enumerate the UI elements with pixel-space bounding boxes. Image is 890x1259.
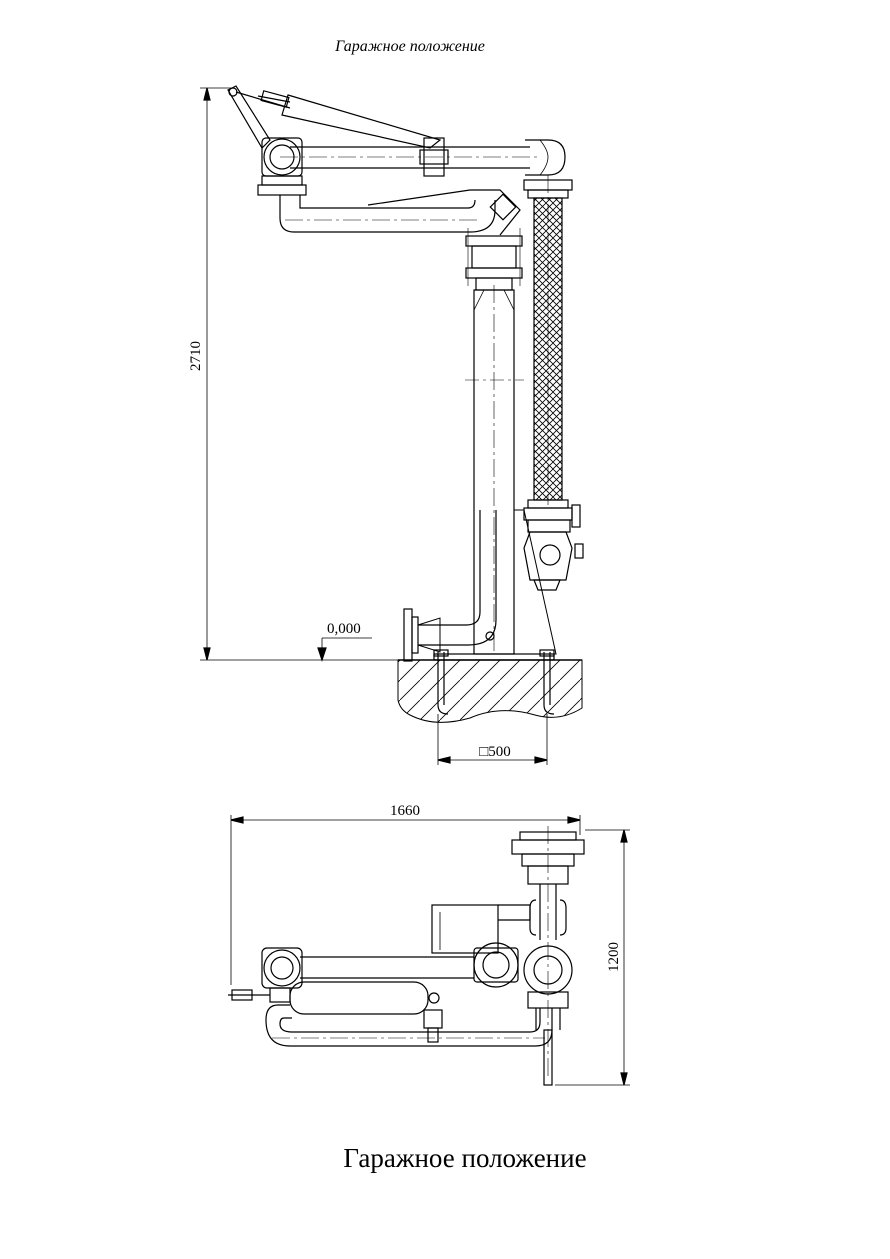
plan-column-swivel	[523, 945, 573, 1030]
swivel-joint-upper	[465, 228, 523, 291]
dimension-depth-label: 1200	[606, 942, 622, 972]
drawing-title-bottom: Гаражное положение	[343, 1143, 587, 1173]
level-marker	[317, 637, 372, 662]
upper-arm	[261, 137, 566, 177]
level-label: 0,000	[327, 621, 361, 637]
plan-valve	[423, 1009, 443, 1043]
depth-dimension	[555, 829, 630, 1086]
plan-housing	[431, 904, 531, 954]
base-dimension	[437, 714, 548, 765]
plan-balance-cylinder	[228, 981, 440, 1015]
side-elevation-view: 2710 0,000 □500	[188, 85, 584, 765]
outlet-pipe	[403, 510, 497, 662]
base-plate	[433, 653, 555, 661]
plan-coupling-head	[511, 826, 585, 1080]
dimension-width-label: 1660	[390, 803, 420, 819]
flexible-hose	[523, 175, 573, 521]
lower-arm	[257, 175, 521, 236]
height-dimension	[200, 87, 400, 661]
drawing-title-top: Гаражное положение	[335, 38, 485, 55]
foundation	[397, 649, 583, 723]
plan-lower-arm	[265, 1004, 553, 1047]
balance-cylinder	[227, 85, 442, 149]
dimension-height-label: 2710	[188, 341, 204, 371]
plan-view: 1660 1200	[228, 803, 630, 1086]
width-dimension	[230, 815, 581, 985]
plan-upper-arm	[261, 947, 474, 989]
base-dimension-label: □500	[479, 744, 511, 760]
plan-arm-swivel	[473, 942, 519, 988]
vertical-column	[465, 285, 524, 655]
coupling-head	[523, 504, 584, 591]
